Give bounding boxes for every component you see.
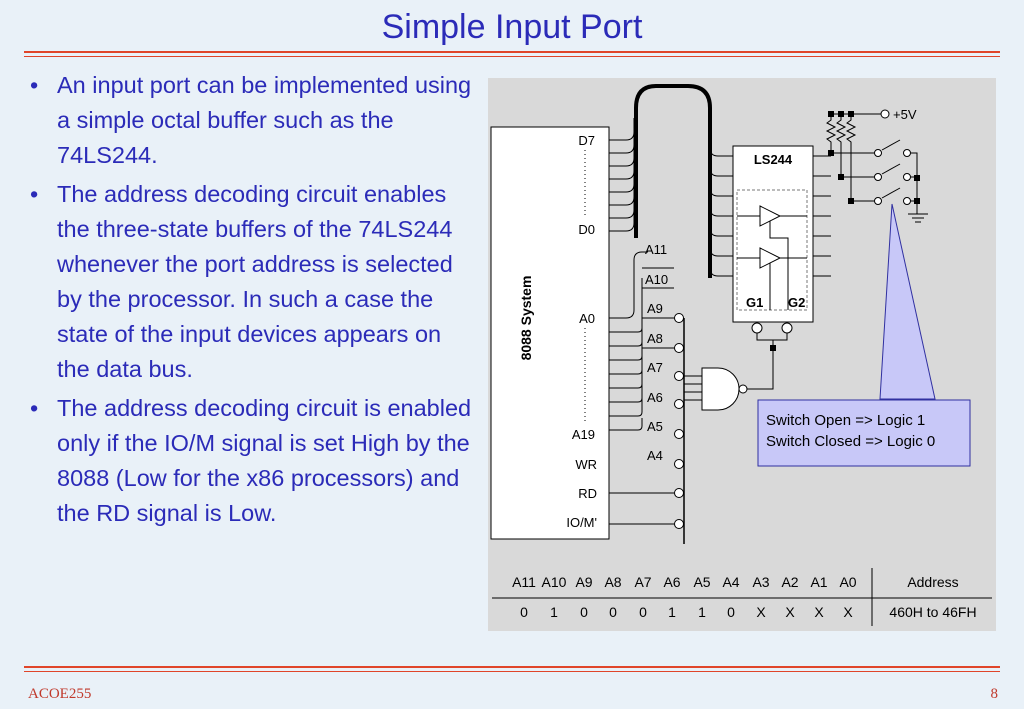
pin-rd-label: RD bbox=[578, 486, 597, 501]
enable-line bbox=[747, 348, 774, 390]
pin-wr-label: WR bbox=[575, 457, 597, 472]
data-bus-lines bbox=[609, 118, 635, 232]
table-value-cell: X bbox=[785, 604, 795, 620]
bullet-dot-icon: • bbox=[30, 72, 39, 98]
table-value-cell: 1 bbox=[698, 604, 706, 620]
table-header-cell: A3 bbox=[752, 574, 769, 590]
table-header-cell: A9 bbox=[575, 574, 592, 590]
table-value-cell: X bbox=[843, 604, 853, 620]
callout-box bbox=[757, 399, 971, 467]
footer-rule-thin bbox=[24, 671, 1000, 672]
g1-bubble bbox=[751, 322, 763, 334]
cpu-label: 8088 System bbox=[518, 276, 534, 361]
table-value-cell: X bbox=[756, 604, 766, 620]
vcc-label: +5V bbox=[893, 107, 917, 122]
buffer-wires bbox=[737, 215, 807, 310]
addr-label: A8 bbox=[647, 331, 663, 346]
callout-line-1: Switch Open => Logic 1 bbox=[766, 412, 925, 429]
bullet-text: The address decoding circuit enables the… bbox=[57, 181, 453, 382]
table-value-cell: 1 bbox=[550, 604, 558, 620]
nand-output-bubble bbox=[738, 384, 748, 394]
addr-label: A11 bbox=[645, 242, 667, 257]
addr-label: A9 bbox=[647, 301, 663, 316]
address-line-labels: A11 A10 A9 A8 A7 A6 A5 A4 bbox=[645, 242, 668, 463]
addr-label: A5 bbox=[647, 419, 663, 434]
title-rule bbox=[24, 51, 1000, 53]
cpu-block bbox=[490, 126, 610, 540]
bullet-list: • An input port can be implemented using … bbox=[20, 68, 475, 535]
pin-d0-label: D0 bbox=[578, 222, 595, 237]
table-header-cell: A5 bbox=[693, 574, 710, 590]
table-header-cell: A0 bbox=[839, 574, 856, 590]
gate-label-g2: G2 bbox=[788, 295, 805, 310]
nand-gate bbox=[701, 367, 740, 411]
callout-pointer bbox=[879, 203, 936, 400]
pin-d7-label: D7 bbox=[578, 133, 595, 148]
footer-page-number: 8 bbox=[990, 686, 999, 702]
pin-a0-label: A0 bbox=[579, 311, 595, 326]
ls244-chip bbox=[732, 145, 814, 323]
chip-label: LS244 bbox=[754, 152, 793, 167]
slide-title: Simple Input Port bbox=[381, 8, 643, 46]
switch-wires bbox=[831, 139, 928, 223]
buffer-group bbox=[736, 189, 808, 311]
table-header-cell: A7 bbox=[634, 574, 651, 590]
bullet-item: • The address decoding circuit is enabled… bbox=[20, 391, 475, 531]
table-value-cell: 460H to 46FH bbox=[889, 604, 976, 620]
bus-to-buffer-lines bbox=[709, 147, 733, 277]
table-value-cell: 0 bbox=[520, 604, 528, 620]
g2-bubble bbox=[781, 322, 793, 334]
table-header-cell: A1 bbox=[810, 574, 827, 590]
input-port-circuit-diagram: 8088 System D7 D0 A0 A19 WR RD IO/M' bbox=[488, 78, 996, 631]
table-value-cell: X bbox=[814, 604, 824, 620]
bullet-item: • An input port can be implemented using … bbox=[20, 68, 475, 173]
bullet-dot-icon: • bbox=[30, 181, 39, 207]
table-header-cell: A4 bbox=[722, 574, 739, 590]
address-lines bbox=[609, 251, 674, 525]
title-rule-thin bbox=[24, 56, 1000, 57]
table-value-cell: 0 bbox=[639, 604, 647, 620]
vcc-terminal bbox=[880, 109, 890, 119]
table-header-cell: A2 bbox=[781, 574, 798, 590]
table-value-cell: 0 bbox=[580, 604, 588, 620]
bullet-text: The address decoding circuit is enabled … bbox=[57, 395, 472, 526]
callout-line-2: Switch Closed => Logic 0 bbox=[766, 433, 935, 450]
table-header-cell: A10 bbox=[542, 574, 567, 590]
footer-course: ACOE255 bbox=[28, 686, 92, 702]
addr-label: A10 bbox=[645, 272, 668, 287]
inverter-bubbles bbox=[674, 313, 684, 529]
junction-dot bbox=[770, 345, 776, 351]
table-header-cell: A6 bbox=[663, 574, 680, 590]
addr-label: A4 bbox=[647, 448, 663, 463]
pin-a19-label: A19 bbox=[572, 427, 595, 442]
table-value-row: 0 1 0 0 0 1 1 0 X X X X 460H to 46FH bbox=[520, 604, 976, 620]
table-header-cell: Address bbox=[907, 574, 958, 590]
table-value-cell: 0 bbox=[609, 604, 617, 620]
table-header-row: A11 A10 A9 A8 A7 A6 A5 A4 A3 A2 A1 A0 Ad… bbox=[512, 574, 959, 590]
switch-contacts bbox=[874, 149, 911, 205]
table-value-cell: 1 bbox=[668, 604, 676, 620]
gate-label-g1: G1 bbox=[746, 295, 763, 310]
addr-label: A6 bbox=[647, 390, 663, 405]
table-header-cell: A11 bbox=[512, 574, 536, 590]
pin-iom-label: IO/M' bbox=[566, 515, 597, 530]
gate-input-lines bbox=[642, 267, 703, 401]
pullup-resistors bbox=[825, 113, 881, 198]
table-header-cell: A8 bbox=[604, 574, 621, 590]
addr-label: A7 bbox=[647, 360, 663, 375]
footer-rule bbox=[24, 666, 1000, 668]
data-bus-trunk bbox=[634, 84, 712, 278]
bullet-text: An input port can be implemented using a… bbox=[57, 72, 472, 168]
bullet-dot-icon: • bbox=[30, 395, 39, 421]
table-value-cell: 0 bbox=[727, 604, 735, 620]
bullet-item: • The address decoding circuit enables th… bbox=[20, 177, 475, 387]
